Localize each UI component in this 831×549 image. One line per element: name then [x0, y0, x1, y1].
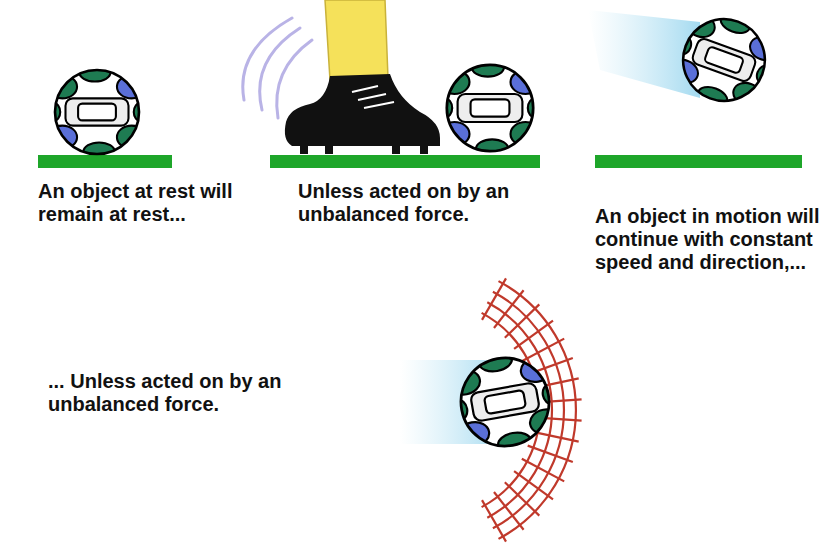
- net-strand: [514, 321, 553, 349]
- shoe-studs: [300, 145, 428, 154]
- net-strand: [482, 278, 506, 320]
- shoe: [285, 74, 440, 146]
- soccer-ball: [443, 342, 567, 463]
- net-strand: [494, 492, 524, 530]
- net-strand: [522, 339, 564, 362]
- shoe-laces: [352, 86, 394, 108]
- net-strand: [532, 432, 579, 442]
- net-strand: [522, 459, 564, 482]
- caption-text: ... Unless acted on by an unbalanced for…: [48, 370, 348, 416]
- net-strand: [505, 304, 540, 337]
- leg: [325, 0, 388, 80]
- soccer-ball: [46, 63, 149, 162]
- motion-lines: [243, 18, 312, 118]
- caption-text: Unless acted on by an unbalanced force.: [298, 180, 558, 226]
- net-strand: [514, 471, 553, 499]
- net-strand: [494, 290, 524, 328]
- ground-bar: [595, 155, 802, 168]
- ground-bar: [270, 155, 540, 168]
- net-strand: [505, 482, 540, 515]
- soccer-ball: [661, 0, 788, 122]
- caption-text: An object at rest will remain at rest...: [38, 180, 288, 226]
- net-strand: [482, 500, 506, 541]
- net-strand: [528, 446, 573, 462]
- caption-text: An object in motion will continue with c…: [595, 205, 825, 274]
- soccer-ball: [437, 57, 543, 159]
- ground-bar: [38, 155, 172, 168]
